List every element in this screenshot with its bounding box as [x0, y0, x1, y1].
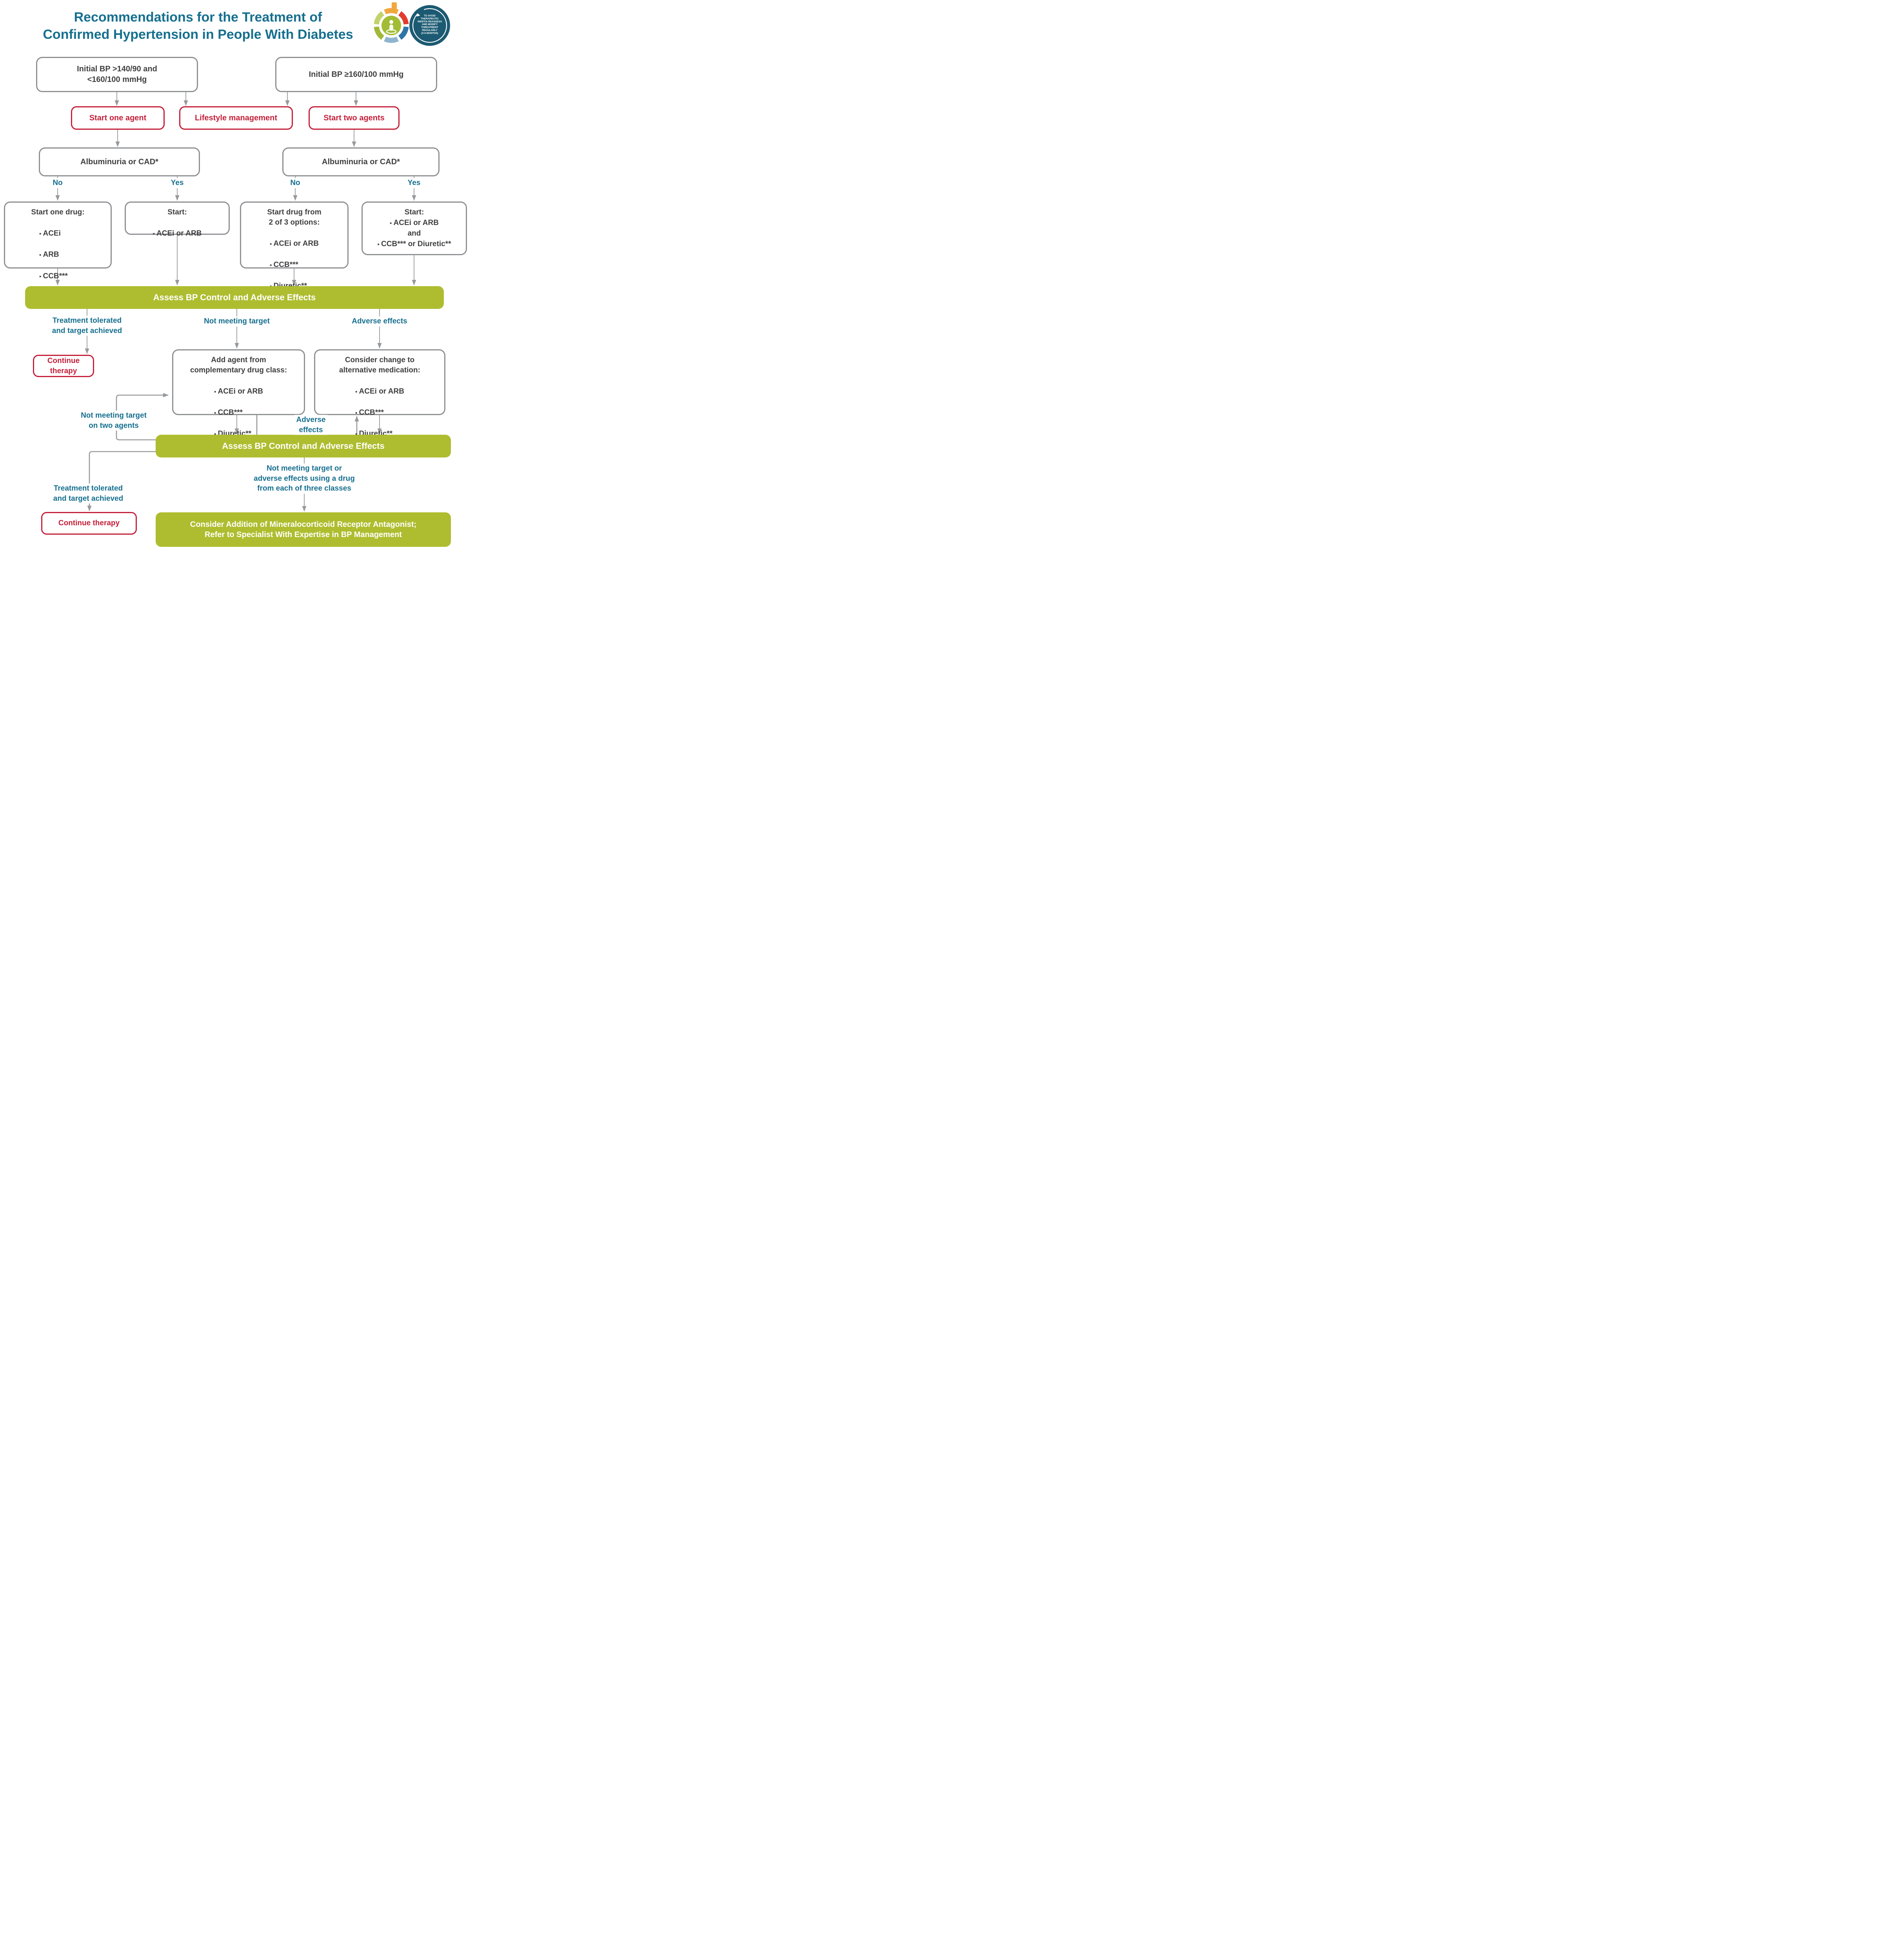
- node-continue-therapy-1: Continue therapy: [33, 355, 94, 377]
- flowchart-page: Recommendations for the Treatment of Con…: [0, 0, 470, 550]
- list-item: CCB*** or Diuretic**: [378, 239, 451, 250]
- list-item: CCB***: [355, 407, 404, 419]
- node-title: Start one drug:: [31, 208, 85, 216]
- node-albuminuria-right: Albuminuria or CAD*: [282, 147, 440, 176]
- node-start-one-drug: Start one drug: ACEi ARB CCB*** Diuretic…: [4, 201, 112, 301]
- list-item: CCB***: [270, 260, 319, 271]
- page-title: Recommendations for the Treatment of Con…: [43, 10, 353, 42]
- svg-text:INERTIA REASSESS: INERTIA REASSESS: [418, 20, 442, 23]
- node-title: Consider change to alternative medicatio…: [339, 356, 420, 374]
- bar-assess-bp-2: Assess BP Control and Adverse Effects: [156, 435, 451, 457]
- node-continue-therapy-2: Continue therapy: [41, 512, 137, 535]
- label-adverse-effects-mid: Adverse effects: [294, 415, 328, 435]
- label-escalation: Not meeting target or adverse effects us…: [252, 463, 357, 494]
- node-consider-change: Consider change to alternative medicatio…: [314, 349, 445, 438]
- label-treatment-tolerated-2: Treatment tolerated and target achieved: [51, 483, 125, 504]
- node-start-two-agents: Start two agents: [309, 106, 400, 130]
- node-start-combo: Start: ACEi or ARB and CCB*** or Diureti…: [362, 201, 467, 255]
- list-item: ACEi or ARB: [270, 238, 319, 250]
- label-adverse-effects: Adverse effects: [350, 316, 409, 327]
- elbow-assess2-to-continue2: [87, 451, 156, 511]
- svg-text:THERAPEUTIC: THERAPEUTIC: [421, 17, 439, 20]
- node-start-acei-arb: Start: ACEi or ARB: [125, 201, 230, 238]
- list-item: ACEi or ARB: [355, 386, 404, 397]
- node-initial-bp-moderate: Initial BP >140/90 and <160/100 mmHg: [36, 57, 198, 92]
- label-yes-right: Yes: [405, 178, 423, 188]
- bar-assess-bp-1: Assess BP Control and Adverse Effects: [25, 286, 444, 309]
- label-no-right: No: [288, 178, 302, 188]
- person-icon: [389, 20, 393, 31]
- drug-list: ACEi or ARB: [153, 218, 202, 250]
- node-title: Start:: [404, 208, 424, 216]
- node-mra-referral: Consider Addition of Mineralocorticoid R…: [156, 512, 451, 547]
- node-initial-bp-high: Initial BP ≥160/100 mmHg: [275, 57, 437, 92]
- node-albuminuria-left: Albuminuria or CAD*: [39, 147, 200, 176]
- svg-text:THREATMENT: THREATMENT: [421, 26, 438, 29]
- svg-text:(3-6 MONTHS): (3-6 MONTHS): [421, 32, 438, 34]
- svg-text:REGULARLY: REGULARLY: [422, 29, 438, 32]
- list-item: CCB***: [39, 271, 76, 282]
- list-item: ACEi or ARB: [214, 386, 263, 397]
- list-item: ACEi: [39, 228, 76, 240]
- ada-cycle-logo: TO AVOID THERAPEUTIC INERTIA REASSESS AN…: [374, 2, 450, 46]
- label-not-meeting-target: Not meeting target: [202, 316, 272, 327]
- node-title: Start drug from 2 of 3 options:: [267, 208, 322, 227]
- label-treatment-tolerated-1: Treatment tolerated and target achieved: [50, 316, 124, 336]
- cycle-of-care-icon: [374, 2, 409, 43]
- node-title: Start:: [167, 208, 187, 216]
- list-item: ACEi or ARB: [153, 228, 202, 240]
- conjunction: and: [407, 229, 421, 238]
- label-not-meeting-two-agents: Not meeting target on two agents: [79, 410, 149, 431]
- node-title: Add agent from complementary drug class:: [190, 356, 287, 374]
- svg-text:AND MODIFY: AND MODIFY: [422, 23, 438, 26]
- reassess-badge: TO AVOID THERAPEUTIC INERTIA REASSESS AN…: [409, 5, 450, 46]
- list-item: CCB***: [214, 407, 263, 419]
- list-item: ACEi or ARB: [390, 218, 439, 229]
- label-yes-left: Yes: [169, 178, 186, 188]
- node-start-two-of-three: Start drug from 2 of 3 options: ACEi or …: [240, 201, 349, 290]
- list-item: ARB: [39, 249, 76, 261]
- badge-arrowhead: [416, 13, 420, 17]
- svg-text:TO AVOID: TO AVOID: [424, 15, 436, 17]
- node-lifestyle-management: Lifestyle management: [179, 106, 293, 130]
- node-add-agent: Add agent from complementary drug class:…: [172, 349, 305, 438]
- label-no-left: No: [51, 178, 65, 188]
- node-start-one-agent: Start one agent: [71, 106, 165, 130]
